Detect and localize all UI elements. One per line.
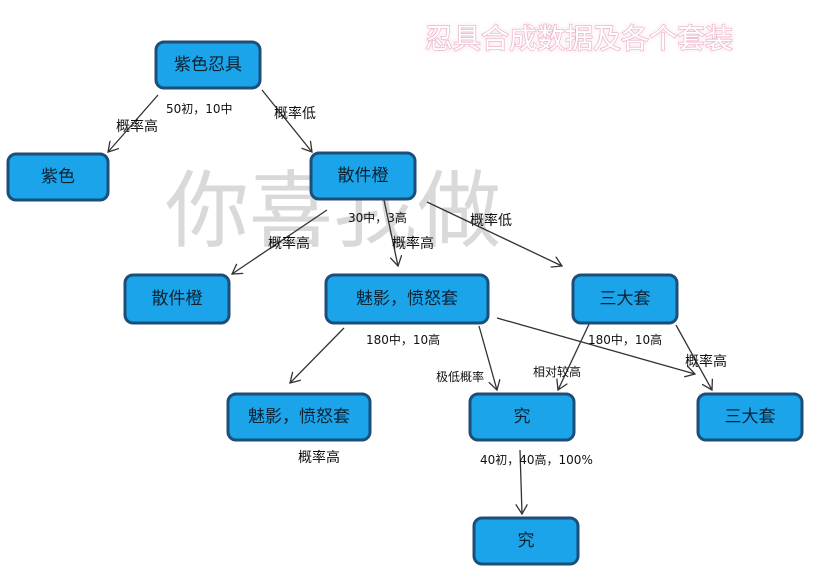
node-ultimate: 究 — [468, 392, 576, 442]
svg-text:三大套: 三大套 — [600, 289, 651, 309]
edge-label: 180中，10高 — [366, 332, 440, 347]
edge-label: 概率高 — [298, 449, 340, 466]
edge-label: 概率高 — [268, 235, 310, 252]
svg-text:究: 究 — [514, 407, 531, 427]
edge-label: 40初，40高，100% — [480, 452, 593, 467]
edge — [261, 89, 312, 152]
svg-text:究: 究 — [518, 531, 535, 551]
edge — [426, 201, 562, 266]
node-loose-orange-2: 散件橙 — [123, 273, 231, 325]
edge — [232, 209, 328, 274]
node-three-sets-2: 三大套 — [696, 392, 804, 442]
node-loose-orange: 散件橙 — [309, 151, 417, 201]
svg-text:紫色忍具: 紫色忍具 — [174, 55, 242, 75]
edge — [558, 321, 591, 390]
edge-label: 180中，10高 — [588, 332, 662, 347]
svg-text:三大套: 三大套 — [725, 407, 776, 427]
edge-label: 概率低 — [274, 105, 316, 122]
edge-label: 概率高 — [116, 118, 158, 135]
node-purple: 紫色 — [6, 152, 110, 202]
node-three-sets: 三大套 — [571, 273, 679, 325]
diagram-title: 忍具合成数据及各个套装 — [425, 22, 733, 55]
edge-label: 30中，3高 — [348, 210, 407, 225]
node-phantom-wrath: 魅影，愤怒套 — [324, 273, 490, 325]
edge-label: 概率低 — [470, 212, 512, 229]
edge-label: 相对较高 — [533, 364, 581, 379]
edge — [383, 199, 398, 266]
edge-label: 概率高 — [685, 353, 727, 370]
svg-text:散件橙: 散件橙 — [152, 289, 203, 309]
svg-text:魅影，愤怒套: 魅影，愤怒套 — [356, 289, 458, 309]
edge — [520, 449, 522, 514]
edge — [108, 94, 159, 152]
edge — [290, 327, 345, 383]
edge — [496, 317, 695, 374]
svg-text:魅影，愤怒套: 魅影，愤怒套 — [248, 407, 350, 427]
edge-label: 50初，10中 — [166, 101, 233, 116]
svg-text:紫色: 紫色 — [41, 167, 75, 187]
edge-label: 概率高 — [392, 235, 434, 252]
node-phantom-wrath-2: 魅影，愤怒套 — [226, 392, 372, 442]
node-ultimate-2: 究 — [472, 516, 580, 566]
edge — [478, 325, 497, 390]
edge-label: 极低概率 — [436, 369, 484, 384]
edge — [675, 324, 712, 390]
edges — [108, 89, 712, 514]
svg-text:散件橙: 散件橙 — [338, 166, 389, 186]
node-purple-ninja: 紫色忍具 — [154, 40, 262, 90]
